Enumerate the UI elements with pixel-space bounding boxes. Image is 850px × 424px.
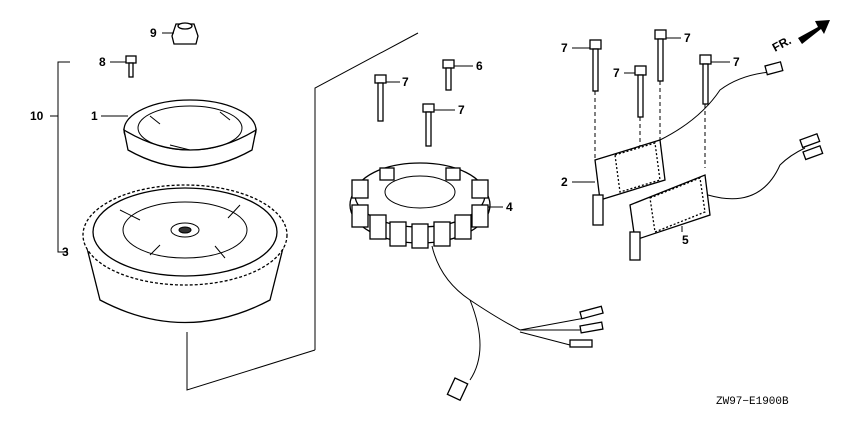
- callout-5: 5: [682, 233, 689, 247]
- callout-7c: 7: [458, 103, 465, 117]
- stator-part[interactable]: [349, 162, 604, 402]
- callout-4: 4: [506, 200, 513, 214]
- callout-6: 6: [476, 59, 483, 73]
- ring-part[interactable]: [123, 99, 257, 169]
- callout-7a: 7: [402, 75, 409, 89]
- bolt-7e-part[interactable]: [654, 29, 667, 82]
- assembly-bracket: [57, 61, 70, 253]
- bolt-6-part[interactable]: [442, 59, 455, 91]
- callout-7e: 7: [684, 31, 691, 45]
- bolt-7a-part[interactable]: [374, 74, 387, 122]
- bolt-7g-part[interactable]: [699, 54, 712, 105]
- callout-7d: 7: [561, 41, 568, 55]
- diagram-code: ZW97−E1900B: [716, 396, 789, 408]
- front-label: FR.: [770, 33, 794, 54]
- bolt-7f-part[interactable]: [634, 65, 647, 118]
- callout-7g: 7: [733, 55, 740, 69]
- callout-7f: 7: [613, 66, 620, 80]
- nut-part[interactable]: [171, 22, 199, 45]
- callout-3: 3: [62, 245, 69, 259]
- ignition-coil-5-part[interactable]: [629, 133, 824, 261]
- callout-10: 10: [30, 109, 44, 123]
- bolt-7c-part[interactable]: [422, 103, 435, 147]
- callout-1: 1: [91, 109, 98, 123]
- front-arrow-icon: [798, 20, 830, 44]
- callout-2: 2: [561, 175, 568, 189]
- reference-frame: [186, 32, 419, 391]
- bolt-8-part[interactable]: [125, 55, 137, 78]
- ignition-coil-2-part[interactable]: [592, 61, 784, 226]
- front-direction-indicator: FR.: [770, 20, 830, 55]
- bolt-7d-part[interactable]: [589, 39, 602, 92]
- callout-9: 9: [150, 26, 157, 40]
- flywheel-part[interactable]: [82, 184, 288, 324]
- callout-8: 8: [99, 55, 106, 69]
